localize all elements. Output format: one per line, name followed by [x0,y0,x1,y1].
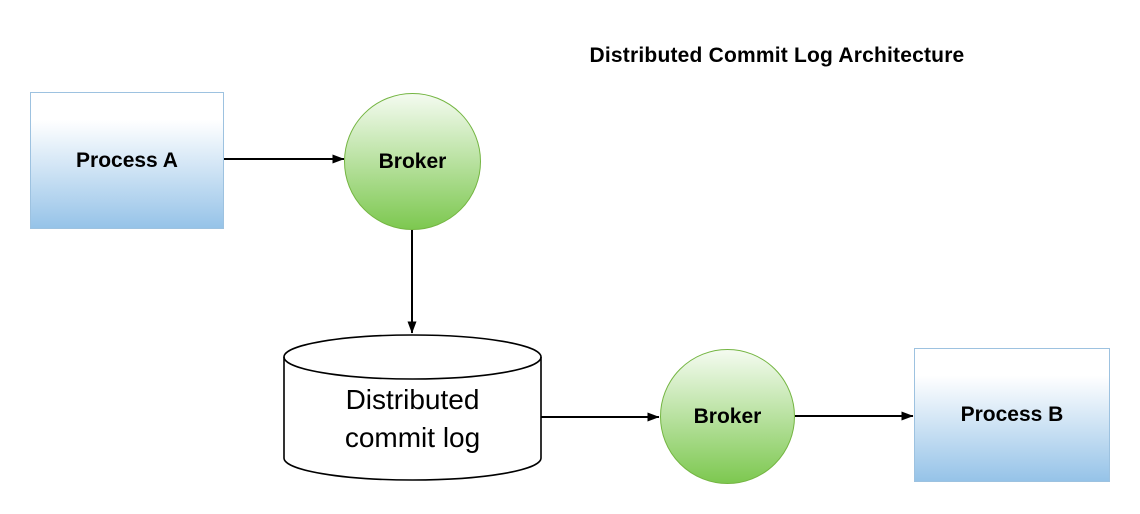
node-broker-1: Broker [344,93,481,230]
cylinder-top-rim [283,356,542,380]
commit-log-label-line-2: commit log [344,422,481,453]
commit-log-label-line-1: Distributed [345,384,480,415]
commit-log-label: Distributed commit log [284,362,541,476]
broker-2-label: Broker [693,404,762,428]
diagram-title: Distributed Commit Log Architecture [589,44,965,67]
process-b-label: Process B [960,403,1064,426]
node-process-a: Process A [30,92,224,229]
node-process-b: Process B [914,348,1110,482]
commit-log-cylinder [283,334,542,481]
node-broker-2: Broker [660,349,795,484]
cylinder-body [283,334,542,481]
broker-1-label: Broker [378,149,447,173]
process-a-label: Process A [76,148,178,172]
